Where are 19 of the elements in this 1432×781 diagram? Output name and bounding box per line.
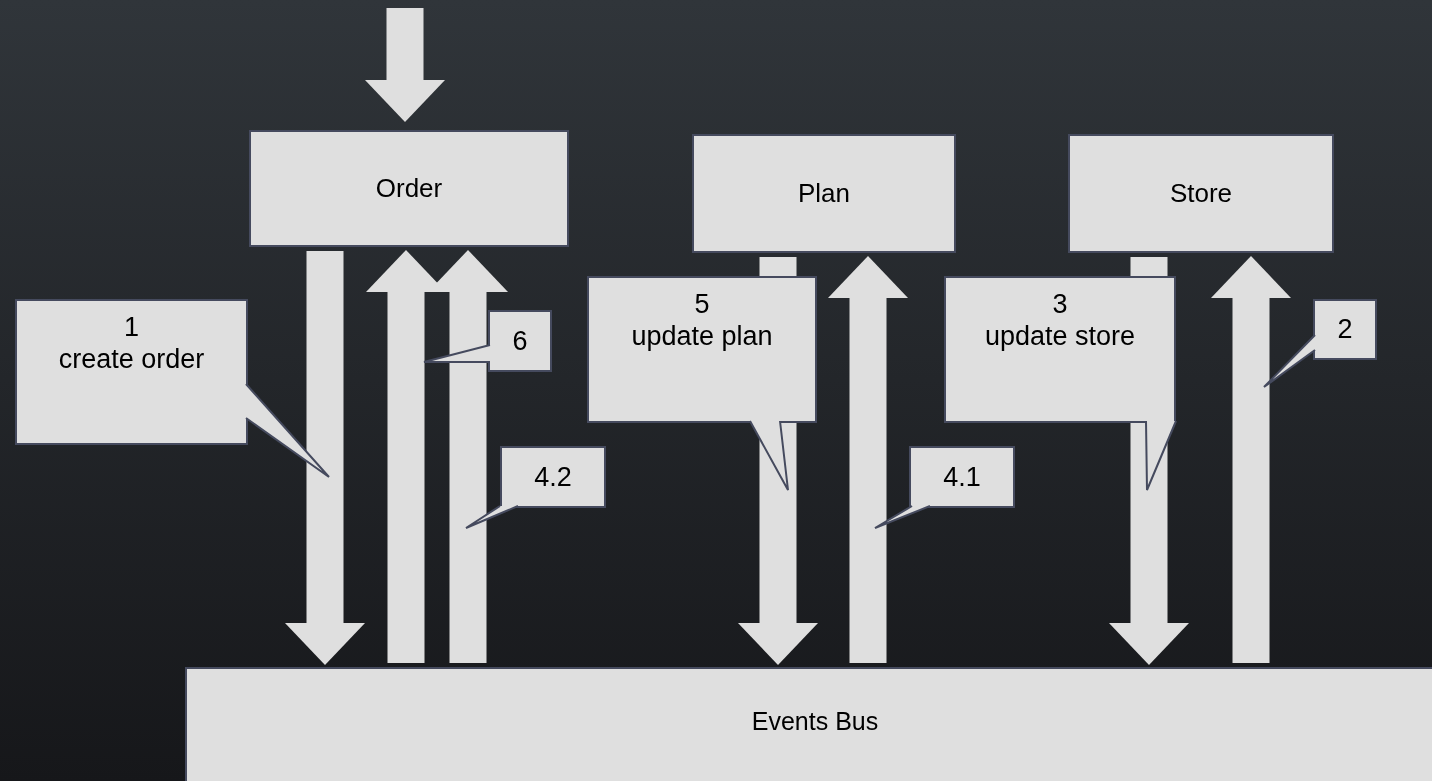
node-label: Plan (797, 177, 850, 210)
service-box (692, 134, 956, 253)
block-arrow (365, 8, 445, 122)
service-box (249, 130, 569, 247)
bus-box (185, 667, 1432, 781)
edge-label: 4.1 (909, 446, 1015, 508)
node-label: Events Bus (751, 706, 879, 738)
block-arrow (285, 251, 365, 665)
block-arrow (1211, 256, 1291, 663)
edge-label: 4.2 (500, 446, 606, 508)
edge-label: 5 update plan (587, 276, 817, 423)
block-arrow (828, 256, 908, 663)
edge-label: 6 (488, 310, 552, 372)
edge-label: 1 create order (15, 299, 248, 445)
node-label: Store (1169, 177, 1233, 210)
service-box (1068, 134, 1334, 253)
edge-label: 2 (1313, 299, 1377, 360)
edge-label: 3 update store (944, 276, 1176, 423)
node-label: Order (375, 172, 443, 205)
